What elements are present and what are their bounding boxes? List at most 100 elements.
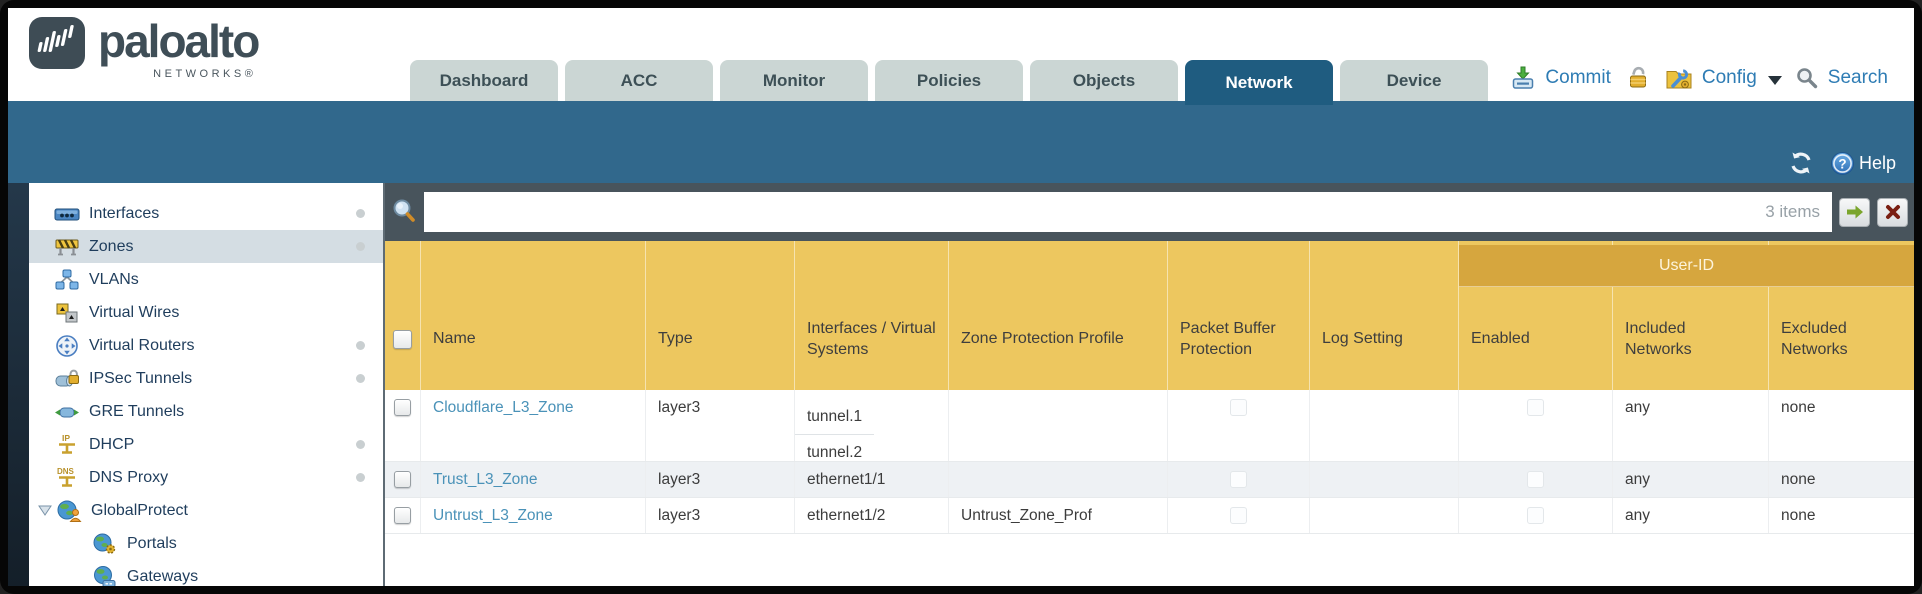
row-select-cell: [385, 462, 421, 497]
sidebar-label: DNS Proxy: [89, 468, 169, 486]
column-header-log-setting[interactable]: Log Setting: [1310, 241, 1459, 390]
sidebar-item-interfaces[interactable]: Interfaces: [29, 197, 383, 230]
column-header-packet-buffer-protection[interactable]: Packet Buffer Protection: [1168, 241, 1310, 390]
select-all-header-cell: [385, 241, 421, 390]
gre-tunnels-icon: [53, 399, 81, 425]
column-header-zone-protection-profile[interactable]: Zone Protection Profile: [949, 241, 1168, 390]
tab-device[interactable]: Device: [1340, 60, 1488, 101]
packet-buffer-protection-cell: [1168, 390, 1310, 461]
config-caret-down-icon[interactable]: [1767, 75, 1782, 85]
tab-objects[interactable]: Objects: [1030, 60, 1178, 101]
banner-tools: ? Help: [1788, 150, 1896, 176]
interface-entry: tunnel.1: [795, 399, 875, 435]
zone-name-link[interactable]: Cloudflare_L3_Zone: [433, 399, 574, 416]
left-gutter: [8, 183, 29, 586]
select-all-checkbox[interactable]: [393, 330, 412, 349]
status-dot: [356, 209, 365, 218]
sidebar-item-vlans[interactable]: VLANs: [29, 263, 383, 296]
zone-name-link[interactable]: Trust_L3_Zone: [433, 470, 538, 488]
sidebar-item-virtual-routers[interactable]: Virtual Routers: [29, 329, 383, 362]
page-banner: ? Help: [8, 101, 1914, 183]
row-select-checkbox[interactable]: [394, 399, 411, 416]
brand-networks-label: NETWORKS®: [153, 68, 257, 80]
help-icon[interactable]: ?: [1830, 151, 1855, 176]
sidebar-item-zones[interactable]: Zones: [29, 230, 383, 263]
sidebar-item-globalprotect[interactable]: GlobalProtect: [29, 494, 383, 527]
interfaces-icon: [53, 201, 81, 227]
status-dot: [356, 374, 365, 383]
filter-input[interactable]: [436, 202, 1758, 222]
row-select-checkbox[interactable]: [394, 507, 411, 524]
packet-buffer-protection-cell: [1168, 462, 1310, 497]
user-id-enabled-checkbox[interactable]: [1527, 471, 1544, 488]
packet-buffer-protection-checkbox[interactable]: [1230, 399, 1247, 416]
commit-button[interactable]: Commit: [1545, 67, 1611, 88]
zone-protection-profile-cell: [949, 390, 1168, 461]
sidebar-item-virtual-wires[interactable]: Virtual Wires: [29, 296, 383, 329]
zone-protection-profile-cell: Untrust_Zone_Prof: [949, 498, 1168, 533]
user-id-enabled-cell: [1459, 462, 1613, 497]
user-id-enabled-cell: [1459, 390, 1613, 461]
search-button[interactable]: Search: [1827, 67, 1888, 88]
sidebar-item-dhcp[interactable]: IP DHCP: [29, 428, 383, 461]
sidebar-label: Interfaces: [89, 204, 160, 222]
zone-protection-profile-cell: [949, 462, 1168, 497]
zone-interfaces-cell: ethernet1/2: [795, 498, 949, 533]
zone-name-cell: Untrust_L3_Zone: [421, 498, 646, 533]
sidebar-item-dns-proxy[interactable]: DNS DNS Proxy: [29, 461, 383, 494]
sidebar-label: Portals: [127, 534, 177, 552]
column-header-interfaces[interactable]: Interfaces / Virtual Systems: [795, 241, 949, 390]
status-dot: [356, 440, 365, 449]
search-icon[interactable]: [1795, 66, 1819, 90]
tab-network[interactable]: Network: [1185, 60, 1333, 105]
status-dot: [356, 341, 365, 350]
excluded-networks-cell: none: [1781, 506, 1816, 524]
log-setting-cell: [1310, 462, 1459, 497]
column-header-excluded-networks[interactable]: Excluded Networks: [1781, 319, 1848, 358]
included-networks-cell: any: [1613, 462, 1769, 497]
apply-filter-arrow-icon: [1846, 205, 1863, 219]
filter-field: 3 items: [424, 192, 1832, 232]
globalprotect-expander-icon[interactable]: [37, 503, 55, 519]
excluded-networks-cell: none: [1781, 470, 1816, 488]
sidebar-label: Gateways: [127, 567, 199, 585]
column-header-enabled[interactable]: Enabled: [1459, 241, 1613, 390]
config-icon[interactable]: [1665, 65, 1693, 91]
zone-name-link[interactable]: Untrust_L3_Zone: [433, 506, 553, 524]
row-select-checkbox[interactable]: [394, 471, 411, 488]
help-label[interactable]: Help: [1858, 152, 1896, 173]
zone-interfaces-cell: ethernet1/1: [795, 462, 949, 497]
config-button[interactable]: Config: [1701, 67, 1757, 88]
packet-buffer-protection-checkbox[interactable]: [1230, 507, 1247, 524]
tab-policies[interactable]: Policies: [875, 60, 1023, 101]
body-row: Interfaces Zones: [8, 183, 1914, 586]
lock-icon[interactable]: [1626, 65, 1650, 91]
sidebar-item-gateways[interactable]: Gateways: [29, 560, 383, 586]
packet-buffer-protection-checkbox[interactable]: [1230, 471, 1247, 488]
commit-icon[interactable]: [1510, 65, 1536, 91]
tab-acc[interactable]: ACC: [565, 60, 713, 101]
clear-filter-button[interactable]: [1877, 197, 1908, 227]
tab-dashboard[interactable]: Dashboard: [410, 60, 558, 101]
log-setting-cell: [1310, 390, 1459, 461]
header-actions: Commit Config: [1510, 65, 1888, 91]
sidebar-item-gre-tunnels[interactable]: GRE Tunnels: [29, 395, 383, 428]
column-header-included-networks[interactable]: Included Networks: [1613, 241, 1769, 390]
column-header-name[interactable]: Name: [421, 241, 646, 390]
column-header-type[interactable]: Type: [646, 241, 795, 390]
sidebar-item-portals[interactable]: Portals: [29, 527, 383, 560]
zone-type-cell: layer3: [646, 390, 795, 461]
user-id-enabled-checkbox[interactable]: [1527, 507, 1544, 524]
user-id-enabled-checkbox[interactable]: [1527, 399, 1544, 416]
filter-bar: 3 items: [385, 183, 1914, 241]
tab-monitor[interactable]: Monitor: [720, 60, 868, 101]
ipsec-tunnels-icon: [53, 366, 81, 392]
svg-text:IP: IP: [62, 433, 70, 443]
apply-filter-button[interactable]: [1839, 197, 1870, 227]
sidebar-label: IPSec Tunnels: [89, 369, 193, 387]
sidebar-item-ipsec-tunnels[interactable]: IPSec Tunnels: [29, 362, 383, 395]
refresh-icon[interactable]: [1788, 150, 1814, 176]
vlans-icon: [53, 267, 81, 293]
top-header: paloalto NETWORKS® Dashboard ACC Monitor…: [8, 8, 1914, 105]
